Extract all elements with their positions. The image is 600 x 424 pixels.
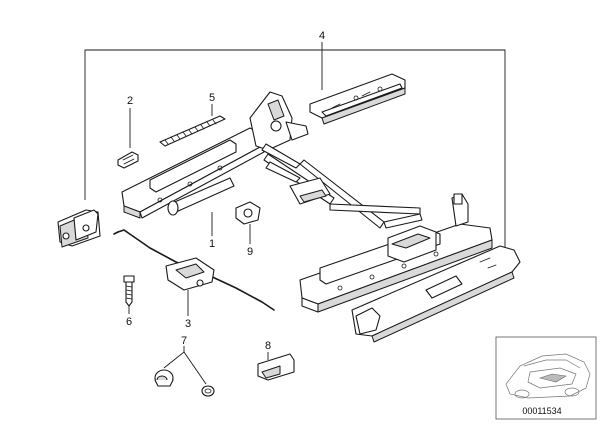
part-9-bracket xyxy=(235,201,261,244)
callout-4-bracket xyxy=(84,42,506,250)
car-outline-icon xyxy=(505,353,591,399)
vehicle-location-inset: 00011534 xyxy=(495,336,597,420)
part-5-spring xyxy=(159,104,226,147)
callout-6: 6 xyxy=(126,316,132,328)
callout-8: 8 xyxy=(265,340,271,352)
part-6-bolt xyxy=(123,275,135,314)
callout-1: 1 xyxy=(209,238,215,250)
callout-4: 4 xyxy=(319,30,325,42)
part-3-cable xyxy=(113,229,275,316)
callout-5: 5 xyxy=(209,92,215,104)
left-end-bracket xyxy=(57,209,101,248)
part-2-clip xyxy=(117,108,139,169)
callout-3: 3 xyxy=(185,318,191,330)
callout-7: 7 xyxy=(181,335,187,347)
part-7-cap-clip xyxy=(154,346,215,397)
callout-9: 9 xyxy=(247,246,253,258)
part-8-cover xyxy=(257,352,295,381)
upper-rail-piece xyxy=(309,73,406,125)
seat-frame-main xyxy=(121,91,493,313)
outer-rail-cover xyxy=(351,245,521,343)
callout-labels: 1 2 3 4 5 6 7 8 9 xyxy=(126,30,325,352)
document-number: 00011534 xyxy=(522,406,561,416)
callout-2: 2 xyxy=(127,95,133,107)
